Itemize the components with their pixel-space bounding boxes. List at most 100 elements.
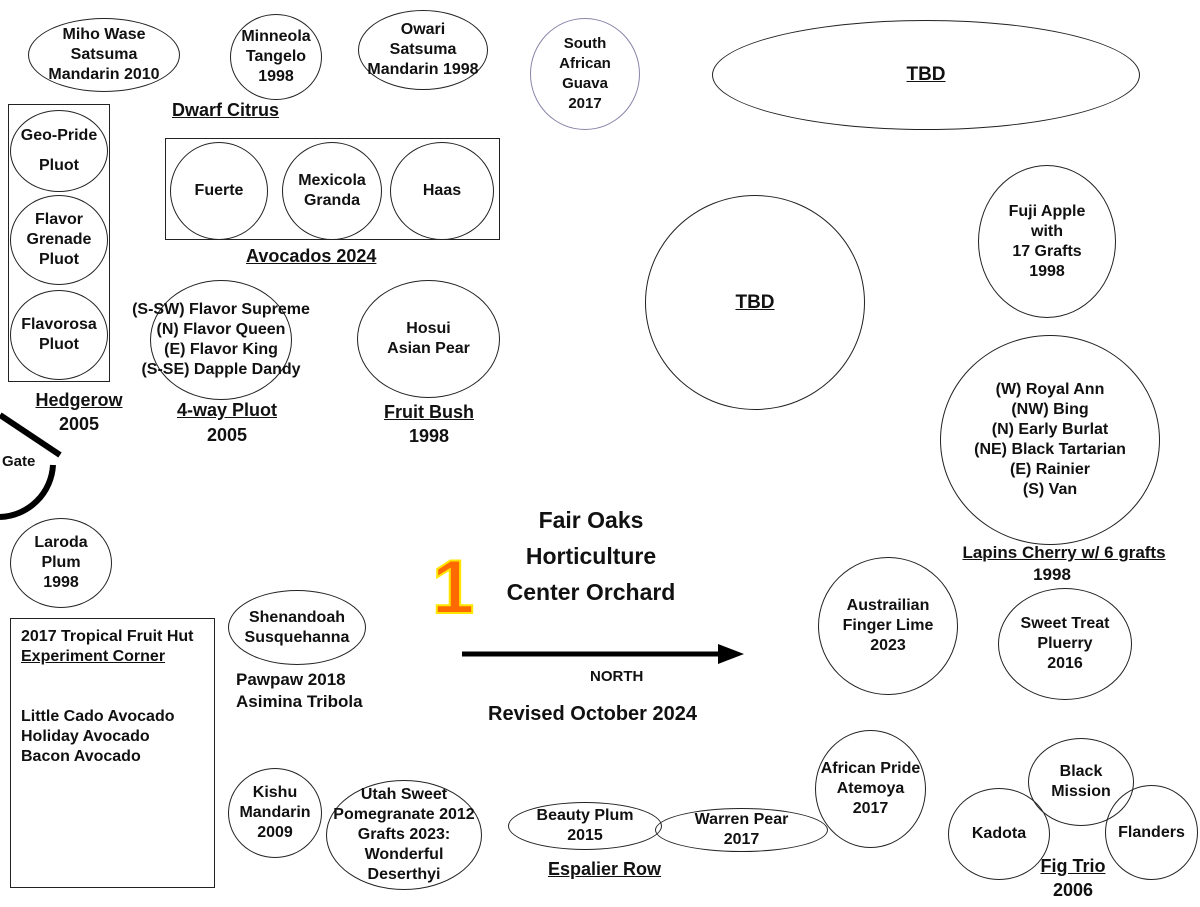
tree-label-line: Haas (422, 182, 462, 199)
label-fruit-bush-year: 1998 (408, 426, 450, 446)
label-revised: Revised October 2024 (488, 703, 697, 725)
tree-label-line: Black (1059, 763, 1103, 780)
tree-label-line: Mexicola (298, 172, 366, 189)
tree-label-line: Mandarin 2010 (48, 66, 160, 83)
tree-label-line: 2016 (1047, 655, 1083, 672)
tree-label-line: Pluot (39, 157, 79, 174)
label-fig-year: 2006 (1052, 880, 1094, 900)
hedgerow-box (8, 104, 110, 382)
tree-label-line: (S) Van (1022, 481, 1078, 498)
label-lapins: Lapins Cherry w/ 6 grafts (962, 543, 1166, 562)
logo-number: 1 (431, 545, 475, 630)
tree-label-line: Flavorosa (21, 316, 97, 333)
label-4way-pluot-year: 2005 (206, 425, 248, 445)
tree-label-line: 2017 (568, 95, 602, 112)
tree-label-line: 2017 (852, 800, 889, 817)
tree-label-line: Geo-Pride (20, 127, 98, 144)
tree-label-line: (S-SW) Flavor Supreme (132, 301, 310, 318)
tree-label-line: Owari (400, 21, 446, 38)
tree-4way-pluot: (S-SW) Flavor Supreme (N) Flavor Queen (E)… (132, 280, 310, 400)
tree-kadota: Kadota (948, 788, 1050, 880)
label-pawpaw: Pawpaw 2018 Asimina Tribola (236, 670, 363, 711)
tree-label-line: South (563, 35, 607, 52)
tree-label-line: 17 Grafts (1012, 242, 1082, 260)
tree-label-line: Satsuma (389, 41, 457, 58)
tree-label-line: Warren Pear (694, 811, 789, 828)
tree-label-line: 2023 (870, 637, 906, 654)
tree-label-line: Miho Wase (62, 26, 146, 43)
tree-label-line: (W) Royal Ann (995, 381, 1105, 398)
label-lapins-year: 1998 (1033, 565, 1071, 584)
tree-label-line: Laroda (34, 534, 88, 551)
tree-label-line: 2015 (567, 827, 603, 844)
tree-label-line: Grenade (26, 231, 92, 248)
tree-label-line: Asian Pear (387, 340, 470, 357)
label-fruit-bush: Fruit Bush (384, 402, 474, 422)
tropical-box (10, 618, 215, 888)
tree-label-line: Finger Lime (842, 617, 934, 634)
tree-label-line: Wonderful (364, 846, 444, 863)
tree-label-line: Austrailian (846, 597, 930, 614)
tree-label-line: Fuerte (194, 182, 244, 199)
tree-label-line: Mandarin 1998 (367, 61, 479, 78)
tree-label-line: Pluot (39, 336, 79, 353)
tree-label-line: Pluot (39, 251, 79, 268)
tree-label-line: Utah Sweet (360, 786, 448, 803)
tree-fuji-apple: Fuji Apple with 17 Grafts 1998 (978, 165, 1116, 318)
tree-label-line: Granda (303, 192, 360, 209)
tree-label-line: 1998 (1029, 262, 1065, 280)
label-avocados: Avocados 2024 (246, 246, 377, 266)
tree-label-line: Deserthyi (367, 866, 441, 883)
tree-label-line: Pluerry (1037, 635, 1093, 652)
tree-label-line: Fuji Apple (1008, 202, 1086, 220)
tree-label-line: (E) Flavor King (164, 341, 278, 358)
tree-label-line: Hosui (406, 320, 451, 337)
tree-label-line: with (1031, 222, 1063, 240)
tree-label-line: Mission (1051, 783, 1111, 800)
tree-label-line: Atemoya (836, 780, 905, 797)
tree-label-line: TBD (906, 64, 946, 85)
tree-label-line: 1998 (43, 574, 79, 591)
tree-label-line: TBD (735, 291, 775, 313)
tree-label-line: Kishu (252, 784, 298, 801)
tree-label-line: Susquehanna (244, 628, 350, 646)
tree-label-line: Sweet Treat (1020, 615, 1110, 632)
tree-label-line: 1998 (258, 68, 294, 85)
label-espalier: Espalier Row (548, 859, 662, 879)
tree-label-line: Mandarin (239, 804, 311, 821)
tree-label-line: (N) Early Burlat (991, 421, 1109, 438)
tree-label-line: Pomegranate 2012 (333, 806, 475, 823)
tree-label-line: Flavor (34, 211, 83, 228)
gate-icon (0, 412, 62, 520)
north-arrow-icon (462, 644, 744, 664)
tree-label-line: Flanders (1118, 823, 1185, 841)
tree-label-line: (E) Rainier (1009, 461, 1090, 478)
label-hedgerow-year: 2005 (58, 414, 100, 434)
tree-label-line: Guava (562, 75, 608, 92)
tree-flanders: Flanders (1105, 785, 1198, 880)
tree-tbd-mid: TBD (645, 195, 865, 410)
label-north: NORTH (590, 668, 644, 685)
tree-label-line: Shenandoah (248, 608, 345, 626)
tree-label-line: Satsuma (70, 46, 138, 63)
tree-tbd-top: TBD (712, 20, 1140, 130)
tree-label-line: (N) Flavor Queen (156, 321, 286, 338)
label-gate: Gate (2, 453, 36, 470)
